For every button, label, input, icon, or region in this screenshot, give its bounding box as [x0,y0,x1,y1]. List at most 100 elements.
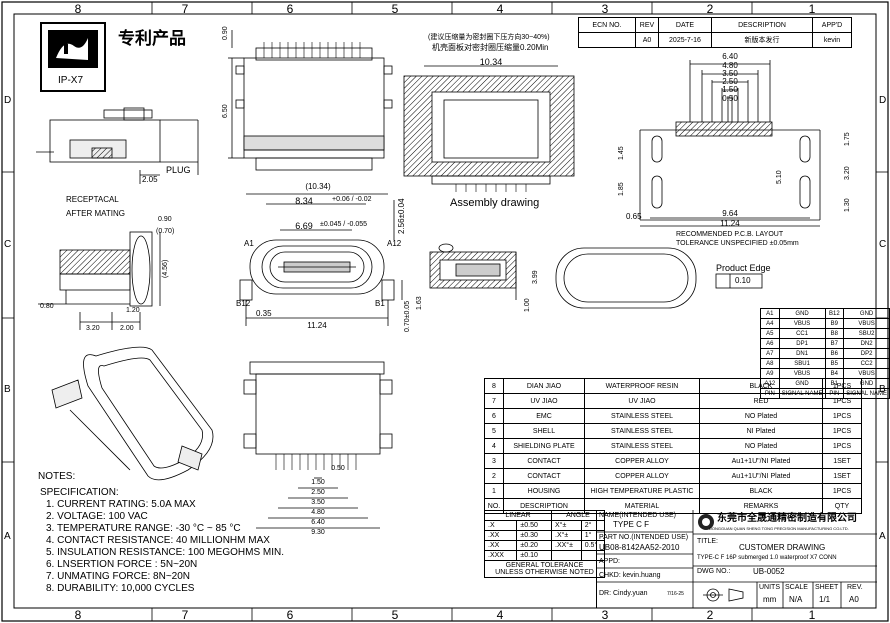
col-label: 4 [496,608,504,622]
tol-footer-1: GENERAL TOLERANCE [505,562,584,569]
pin-marker: A12 [387,239,402,248]
col-label: 5 [391,2,399,16]
col-label: 1 [808,2,816,16]
isometric-view [51,346,214,481]
dim-label: 6.69 [295,221,313,231]
bom-cell: CONTACT [503,453,585,469]
assembly-view [403,65,575,192]
logo-badge: IP-X7 [58,75,84,86]
bom-cell: 1PCS [822,378,862,394]
dim-label: 0.65 [626,212,642,221]
bom-cell: BLACK [699,483,823,499]
bom-cell: QTY [822,498,862,514]
assembly-label: Assembly drawing [450,197,540,209]
spec-title: SPECIFICATION: [40,487,119,498]
product-edge-view [555,247,763,309]
bom-cell: 1PCS [822,483,862,499]
pin-cell: B4 [824,368,845,379]
dim-label: 2.56±0.04 [397,198,406,234]
appd-label: APPD: [599,558,621,565]
pcb-tolerance: TOLERANCE UNSPECIFIED ±0.05mm [676,240,799,247]
bom-cell: COPPER ALLOY [584,468,700,484]
dim-label: 2.00 [120,325,134,332]
dim-label: 4.80 [722,61,738,70]
dwg-label: DWG NO.: [697,568,731,575]
bom-cell: NO Plated [699,438,823,454]
name-label: NAME(INTENDED USE) [599,512,677,519]
part-label: PART NO.(INTENDED USE) [599,534,689,541]
dr-label: DR: Cindy.yuan [599,590,648,597]
pin-cell: A7 [760,348,780,359]
bom-cell: Au1+1U"/NI Plated [699,468,823,484]
pin-cell: VBUS [778,368,826,379]
pin-cell: SBU1 [778,358,826,369]
bom-cell: 1PCS [822,438,862,454]
dr-date: 7/16-25 [667,591,684,597]
dim-label: 2.05 [142,175,158,184]
tol-cell [551,550,582,561]
tol-cell: .XX°± [551,540,582,551]
pin-cell: B5 [824,358,845,369]
col-label: 5 [391,608,399,622]
pin-cell: B8 [824,328,845,339]
bom-cell: 1PCS [822,423,862,439]
bom-cell: 2 [484,468,504,484]
pin-cell: B9 [824,318,845,329]
bom-cell: RED [699,393,823,409]
bom-cell: STAINLESS STEEL [584,408,700,424]
spec-item: 4. CONTACT RESISTANCE: 40 MILLIONHM MAX [46,535,270,546]
title-label: TITLE: [697,538,719,545]
dim-label: 1.63 [416,296,423,310]
side-section-view [429,243,517,300]
spec-item: 8. DURABILITY: 10,000 CYCLES [46,583,195,594]
bom-cell: MATERIAL [584,498,700,514]
pin-cell: A1 [760,308,780,319]
pin-cell: A9 [760,368,780,379]
front-view [239,193,403,326]
bom-cell: 6 [484,408,504,424]
subtitle-value: TYPE-C F 16P submerged 1.0 waterproof X7… [697,555,837,561]
dim-label: 6.40 [311,519,325,526]
spec-item: 1. CURRENT RATING: 5.0A MAX [46,499,196,510]
col-label: 7 [181,608,189,622]
bom-cell: 1PCS [822,393,862,409]
sheet-label: SHEET [815,584,839,591]
bom-cell: SHELL [503,423,585,439]
receptacle-label: RECEPTACAL [66,195,119,204]
tol-cell: ±0.30 [516,530,552,541]
title-block-lines [597,510,877,608]
row-label: D [879,95,887,106]
dim-label: 3.50 [311,499,325,506]
sheet-value: 1/1 [819,595,831,604]
pin-cell: B12 [824,308,845,319]
tol-footer-2: UNLESS OTHERWISE NOTED [495,569,594,576]
dim-label: 0.50 [331,465,345,472]
bom-cell: 8 [484,378,504,394]
pin-marker: B1 [375,299,385,308]
plug-side-view [36,107,199,184]
tol-cell: .X [483,520,518,531]
tol-cell: ±0.10 [516,550,552,561]
pin-cell: CC2 [843,358,890,369]
logo-graphic [48,30,98,68]
pin-cell: DN2 [843,338,890,349]
bom-cell: UV JIAO [503,393,585,409]
dim-label: 0.50 [722,94,738,103]
pin-cell: VBUS [843,368,890,379]
col-label: 4 [496,2,504,16]
product-edge-label: Product Edge [716,263,771,273]
bom-cell: WATERPROOF RESIN [584,378,700,394]
bom-cell: STAINLESS STEEL [584,438,700,454]
flatness-value: 0.10 [735,276,751,285]
dim-label: 1.45 [618,146,625,160]
pin-cell: SBU2 [843,328,890,339]
pin-cell: VBUS [778,318,826,329]
tol-header: LINEAR [484,510,552,521]
bom-cell: 3 [484,453,504,469]
rev-cell: A0 [635,32,659,48]
col-label: 6 [286,2,294,16]
